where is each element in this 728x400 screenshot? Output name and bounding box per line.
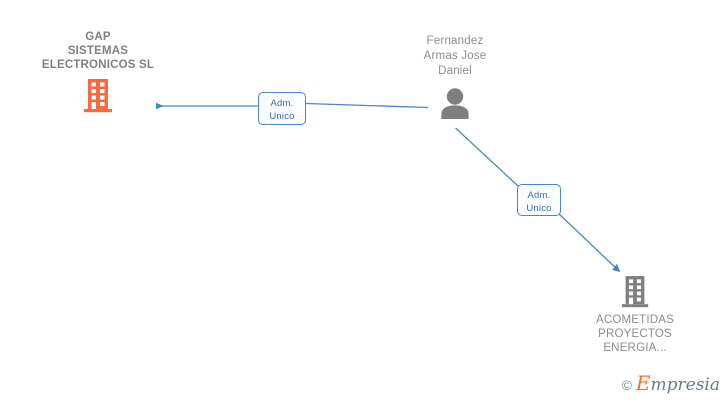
node-gap-sistemas-electronicos-sl[interactable]: GAP SISTEMAS ELECTRONICOS SL [18,30,178,114]
edge-person-to-rel1 [305,102,429,109]
node-acometidas-icon-wrap [575,275,695,309]
relation-label-adm-unico-acometidas[interactable]: Adm. Unico [517,184,561,216]
empresia-logo-initial: E [635,371,651,395]
building-icon [84,79,112,113]
building-icon [621,276,649,308]
node-acometidas-label: ACOMETIDAS PROYECTOS ENERGIA... [595,314,675,354]
empresia-watermark: © Empresia [621,373,721,395]
node-fernandez-armas-jose-daniel[interactable]: Fernandez Armas Jose Daniel [385,34,525,119]
empresia-logo: Empresia [636,373,721,395]
node-gap-icon-wrap [18,78,178,114]
node-person-label: Fernandez Armas Jose Daniel [423,35,487,77]
copyright-icon: © [621,376,632,393]
node-gap-label: GAP SISTEMAS ELECTRONICOS SL [41,31,155,71]
relation-label-adm-unico-gap[interactable]: Adm. Unico [258,92,306,125]
person-icon [441,88,469,119]
empresia-logo-rest: mpresia [650,375,721,395]
edge-person-to-rel2 [455,127,519,187]
edge-rel2-to-acometidas [557,212,621,273]
node-acometidas-proyectos-energia[interactable]: ACOMETIDAS PROYECTOS ENERGIA... [575,275,695,355]
node-person-icon-wrap [385,87,525,119]
